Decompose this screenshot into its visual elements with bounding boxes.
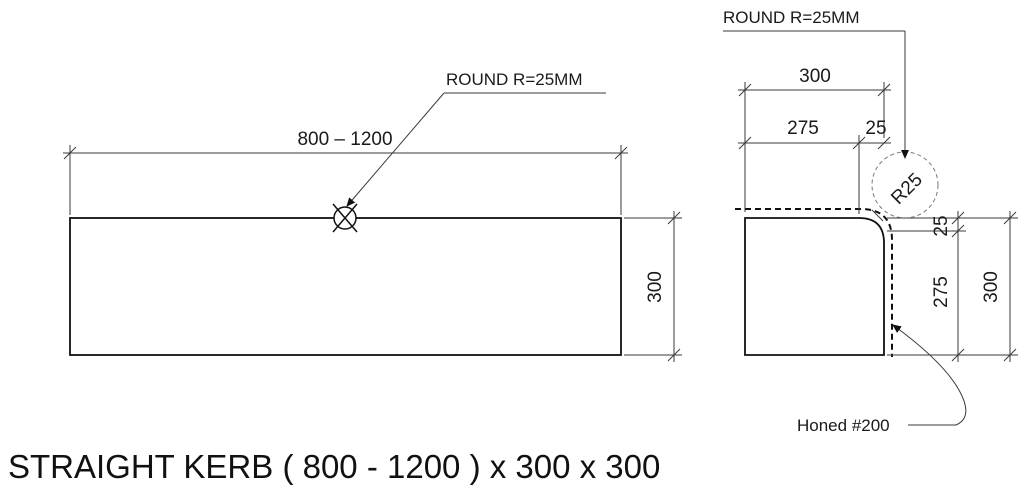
height-split-dimension: 25 275 <box>887 211 1018 362</box>
finish-note: Honed #200 <box>797 324 967 435</box>
height-total-dimension: 300 <box>955 211 1018 362</box>
height-dim-label: 300 <box>645 271 666 303</box>
elevation-body <box>69 217 622 356</box>
round-edge-note: ROUND R=25MM <box>332 70 606 233</box>
length-dimension: 800 – 1200 <box>63 129 628 215</box>
height-total-label: 300 <box>981 271 1002 303</box>
elevation-view: 800 – 1200 300 ROUND R=25MM <box>63 70 682 362</box>
width-total-dimension: 300 <box>738 66 891 212</box>
section-round-edge-note: ROUND R=25MM <box>723 8 909 159</box>
drawing-title: STRAIGHT KERB ( 800 - 1200 ) x 300 x 300 <box>8 448 660 485</box>
honed-profile <box>735 208 893 357</box>
round-edge-note-label: ROUND R=25MM <box>446 70 583 89</box>
width-total-label: 300 <box>799 66 831 87</box>
length-dim-label: 800 – 1200 <box>297 129 392 150</box>
finish-note-label: Honed #200 <box>797 416 890 435</box>
width-main-label: 275 <box>787 118 819 139</box>
section-round-note-label: ROUND R=25MM <box>723 8 860 27</box>
height-dimension: 300 <box>624 211 682 362</box>
height-main-label: 275 <box>931 276 952 308</box>
radius-label: R25 <box>887 169 926 208</box>
height-top-label: 25 <box>931 215 952 236</box>
section-body <box>744 217 885 356</box>
width-split-dimension: 275 25 <box>738 118 891 214</box>
width-radius-label: 25 <box>865 118 886 139</box>
section-view: R25 300 275 25 ROUND R=25MM <box>723 8 1018 435</box>
